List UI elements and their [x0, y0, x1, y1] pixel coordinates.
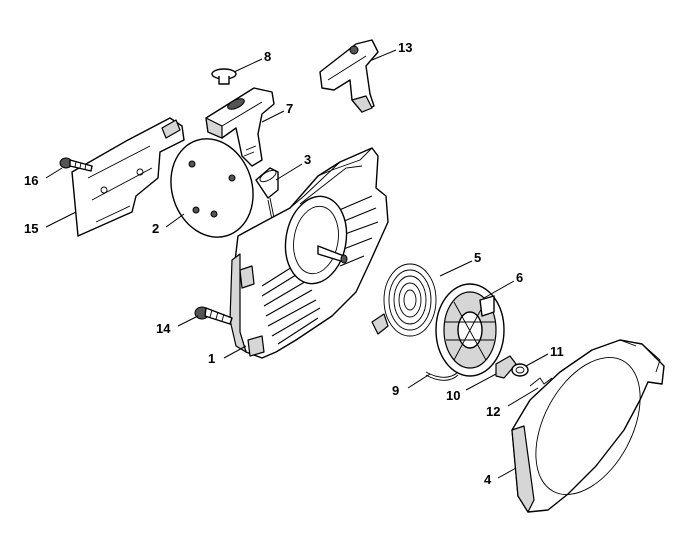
callout-16: 16	[24, 173, 38, 188]
callout-7: 7	[286, 101, 293, 116]
callout-1: 1	[208, 351, 215, 366]
leader-16	[45, 167, 63, 179]
callout-11: 11	[550, 344, 564, 359]
callout-14: 14	[156, 321, 171, 336]
leader-14	[177, 315, 199, 327]
leader-5	[439, 260, 473, 277]
callout-9: 9	[392, 383, 399, 398]
leader-12	[507, 387, 539, 407]
leader-7	[261, 110, 285, 123]
leader-2	[165, 213, 185, 228]
part-9-rope-drawing	[425, 371, 459, 381]
part-12-spring-clip-drawing	[529, 377, 553, 387]
leader-1	[223, 345, 247, 359]
part-4-cover-drawing	[511, 339, 665, 513]
part-13-grip-drawing	[319, 39, 379, 113]
callout-10: 10	[446, 388, 460, 403]
part-7-starter-grip-drawing	[205, 87, 275, 167]
callout-2: 2	[152, 221, 159, 236]
leader-15	[45, 211, 77, 228]
leader-13	[371, 49, 397, 61]
part-11-washer-drawing	[511, 363, 529, 377]
leader-3	[275, 163, 303, 181]
part-8-plug-drawing	[211, 68, 237, 85]
leader-11	[525, 353, 549, 367]
callout-6: 6	[516, 270, 523, 285]
callout-12: 12	[486, 404, 500, 419]
callout-13: 13	[398, 40, 412, 55]
callout-15: 15	[24, 221, 38, 236]
part-3-rope-guide-drawing	[255, 167, 279, 221]
part-16-screw-drawing	[59, 157, 93, 172]
leader-lines	[45, 49, 549, 479]
callout-4: 4	[484, 472, 492, 487]
callout-8: 8	[264, 49, 271, 64]
part-2-disc-drawing	[170, 138, 254, 238]
leader-4	[497, 467, 517, 479]
part-1-fan-housing-drawing	[229, 147, 389, 359]
part-14-screw-drawing	[194, 306, 233, 325]
callout-5: 5	[474, 250, 481, 265]
callout-labels: 1 2 3 4 5 6 7 8 9 10 11 12 13 14 15 16	[24, 40, 564, 487]
leader-10	[465, 373, 497, 391]
part-15-plate-drawing	[71, 117, 185, 237]
leader-9	[407, 373, 431, 389]
part-5-rewind-spring-drawing	[371, 263, 437, 337]
leader-8	[233, 58, 263, 73]
part-6-rope-rotor-drawing	[435, 283, 505, 377]
leader-6	[483, 280, 515, 299]
callout-3: 3	[304, 152, 311, 167]
